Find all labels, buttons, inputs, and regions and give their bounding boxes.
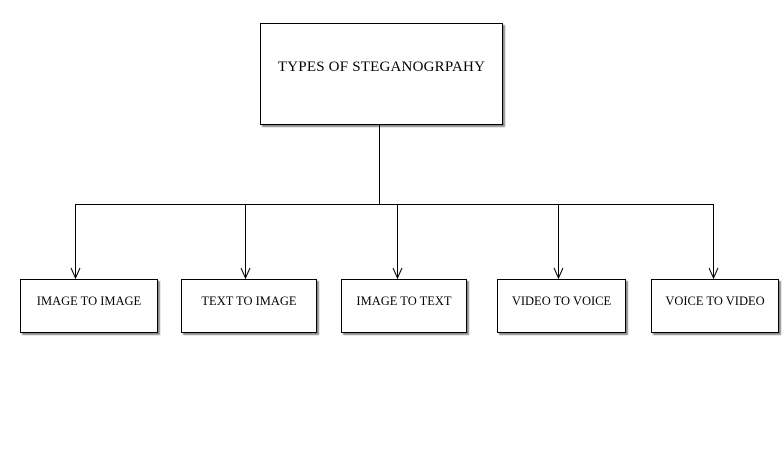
child-node-image-to-image: IMAGE TO IMAGE (20, 279, 158, 333)
child-node-label: IMAGE TO TEXT (356, 294, 452, 308)
arrowhead-icon (240, 267, 251, 280)
child-node-text-to-image: TEXT TO IMAGE (181, 279, 317, 333)
child-node-label: VIDEO TO VOICE (511, 294, 612, 308)
arrowhead-icon (392, 267, 403, 280)
root-node-label: TYPES OF STEGANOGRPAHY (277, 58, 486, 75)
child-node-voice-to-video: VOICE TO VIDEO (651, 279, 779, 333)
child-node-video-to-voice: VIDEO TO VOICE (497, 279, 626, 333)
arrowhead-icon (70, 267, 81, 280)
arrowhead-icon (553, 267, 564, 280)
root-node: TYPES OF STEGANOGRPAHY (260, 23, 503, 125)
arrowhead-icon (708, 267, 719, 280)
child-node-label: VOICE TO VIDEO (665, 294, 765, 308)
child-node-label: TEXT TO IMAGE (201, 294, 297, 308)
child-node-label: IMAGE TO IMAGE (36, 294, 142, 308)
child-node-image-to-text: IMAGE TO TEXT (341, 279, 467, 333)
